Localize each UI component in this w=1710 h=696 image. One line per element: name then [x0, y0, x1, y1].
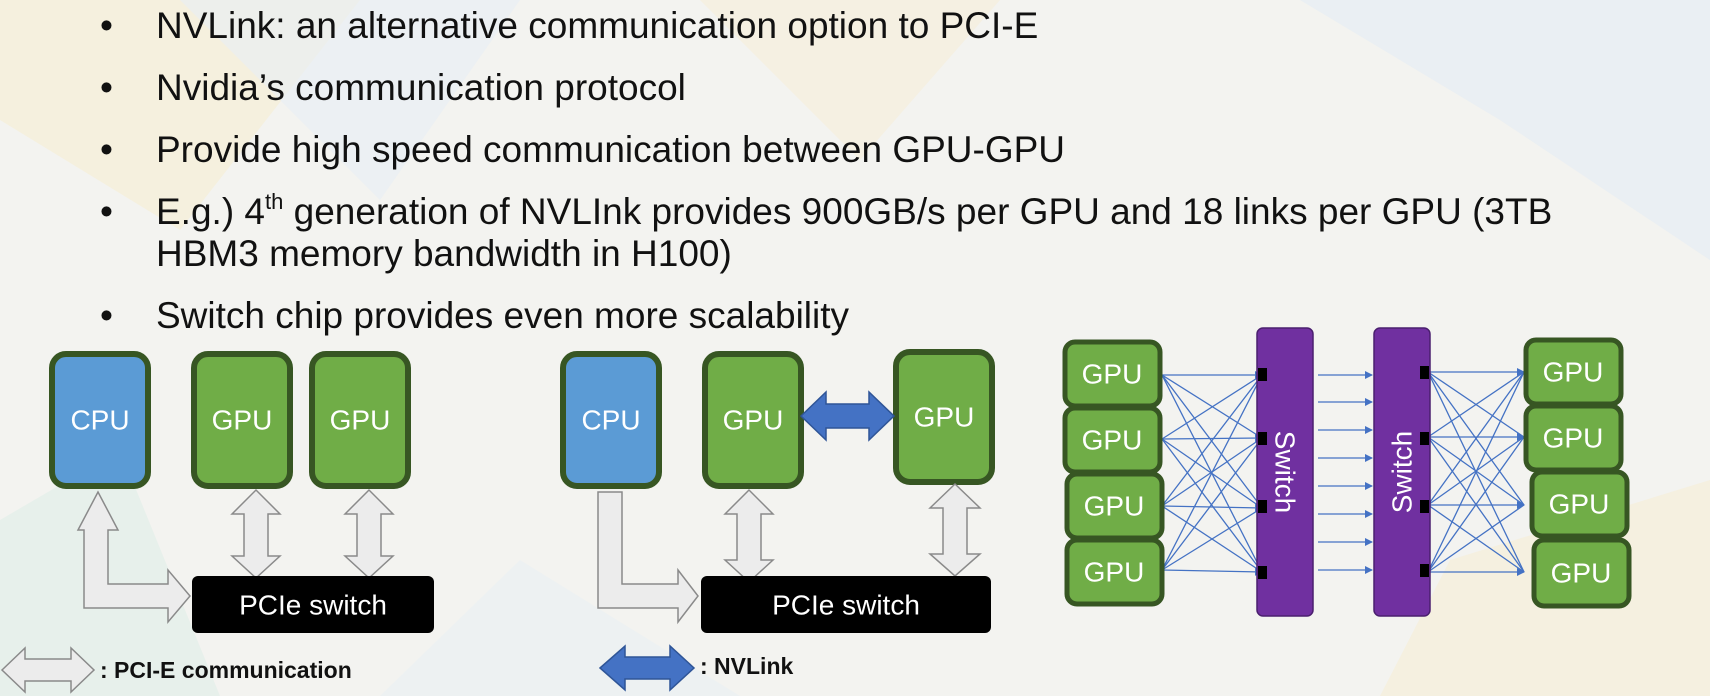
bullet-dot: •	[100, 295, 113, 336]
bullet-dot: •	[100, 191, 113, 232]
switch-label: Switch	[1270, 431, 1301, 513]
nvswitch-chip	[1256, 327, 1314, 617]
cpu-label: CPU	[581, 405, 640, 436]
nvswitch-chip	[1373, 327, 1431, 617]
pcie-switch	[701, 576, 991, 633]
pcie-legend-icon	[0, 646, 96, 694]
gpu-label: GPU	[1551, 558, 1612, 589]
pcie-switch-label: PCIe switch	[772, 590, 920, 621]
gpu-label: GPU	[914, 402, 975, 433]
bullet-text-line2: HBM3 memory bandwidth in H100)	[156, 233, 732, 274]
pcie-arrow	[723, 488, 775, 584]
nvlink-legend-icon	[598, 644, 696, 692]
gpu-label: GPU	[1084, 557, 1145, 588]
cpu-box	[560, 351, 662, 489]
pcie-arrow	[597, 491, 699, 625]
gpu-box	[191, 351, 293, 489]
gpu-label: GPU	[1543, 357, 1604, 388]
pcie-legend-label: : PCI-E communication	[100, 657, 352, 683]
pcie-arrow	[76, 490, 191, 625]
legend: : PCI-E communication : NVLink	[0, 644, 793, 694]
gpu-label: GPU	[1082, 425, 1143, 456]
pcie-arrow	[928, 482, 982, 577]
bullet-text: NVLink: an alternative communication opt…	[156, 5, 1039, 46]
bullet-text: Provide high speed communication between…	[156, 129, 1066, 170]
bullet-dot: •	[100, 129, 113, 170]
nvlink-lines	[1161, 368, 1525, 576]
nvlink-diagram: CPU GPU GPU PCIe switch	[560, 349, 995, 633]
gpu-box	[702, 351, 804, 489]
pcie-arrow	[230, 488, 282, 580]
gpu-label: GPU	[1549, 489, 1610, 520]
switch-label: Switch	[1387, 431, 1418, 513]
gpu-box	[893, 349, 995, 485]
gpu-label: GPU	[1082, 359, 1143, 390]
bullet-text-prefix: E.g.) 4	[156, 191, 265, 232]
cpu-box	[49, 351, 151, 489]
pcie-switch-label: PCIe switch	[239, 590, 387, 621]
bullet-dot: •	[100, 67, 113, 108]
pcie-arrow	[343, 488, 395, 580]
gpu-box	[1531, 537, 1632, 609]
switch-ports	[1258, 366, 1429, 579]
gpu-label: GPU	[1543, 423, 1604, 454]
nvswitch-diagram: GPU GPU GPU GPU Switch Switch GPU GPU GP…	[1062, 327, 1632, 617]
bullet-text-rest: generation of NVLInk provides 900GB/s pe…	[283, 191, 1553, 232]
gpu-label: GPU	[1084, 491, 1145, 522]
bullet-dot: •	[100, 5, 113, 46]
nvlink-legend-label: : NVLink	[700, 653, 793, 679]
cpu-label: CPU	[70, 405, 129, 436]
gpu-box	[1529, 469, 1630, 539]
pcie-switch	[192, 576, 434, 633]
gpu-label: GPU	[723, 405, 784, 436]
nvlink-arrow	[799, 390, 896, 442]
bullet-text: E.g.) 4th generation of NVLInk provides …	[156, 191, 1552, 233]
bullet-text: Switch chip provides even more scalabili…	[156, 295, 850, 336]
gpu-label: GPU	[212, 405, 273, 436]
bullet-superscript: th	[265, 189, 284, 214]
bullet-text: Nvidia’s communication protocol	[156, 67, 686, 108]
gpu-box	[309, 351, 411, 489]
gpu-label: GPU	[330, 405, 391, 436]
pcie-diagram: CPU GPU GPU PCIe switch	[49, 351, 434, 633]
gpu-box	[1064, 537, 1165, 607]
